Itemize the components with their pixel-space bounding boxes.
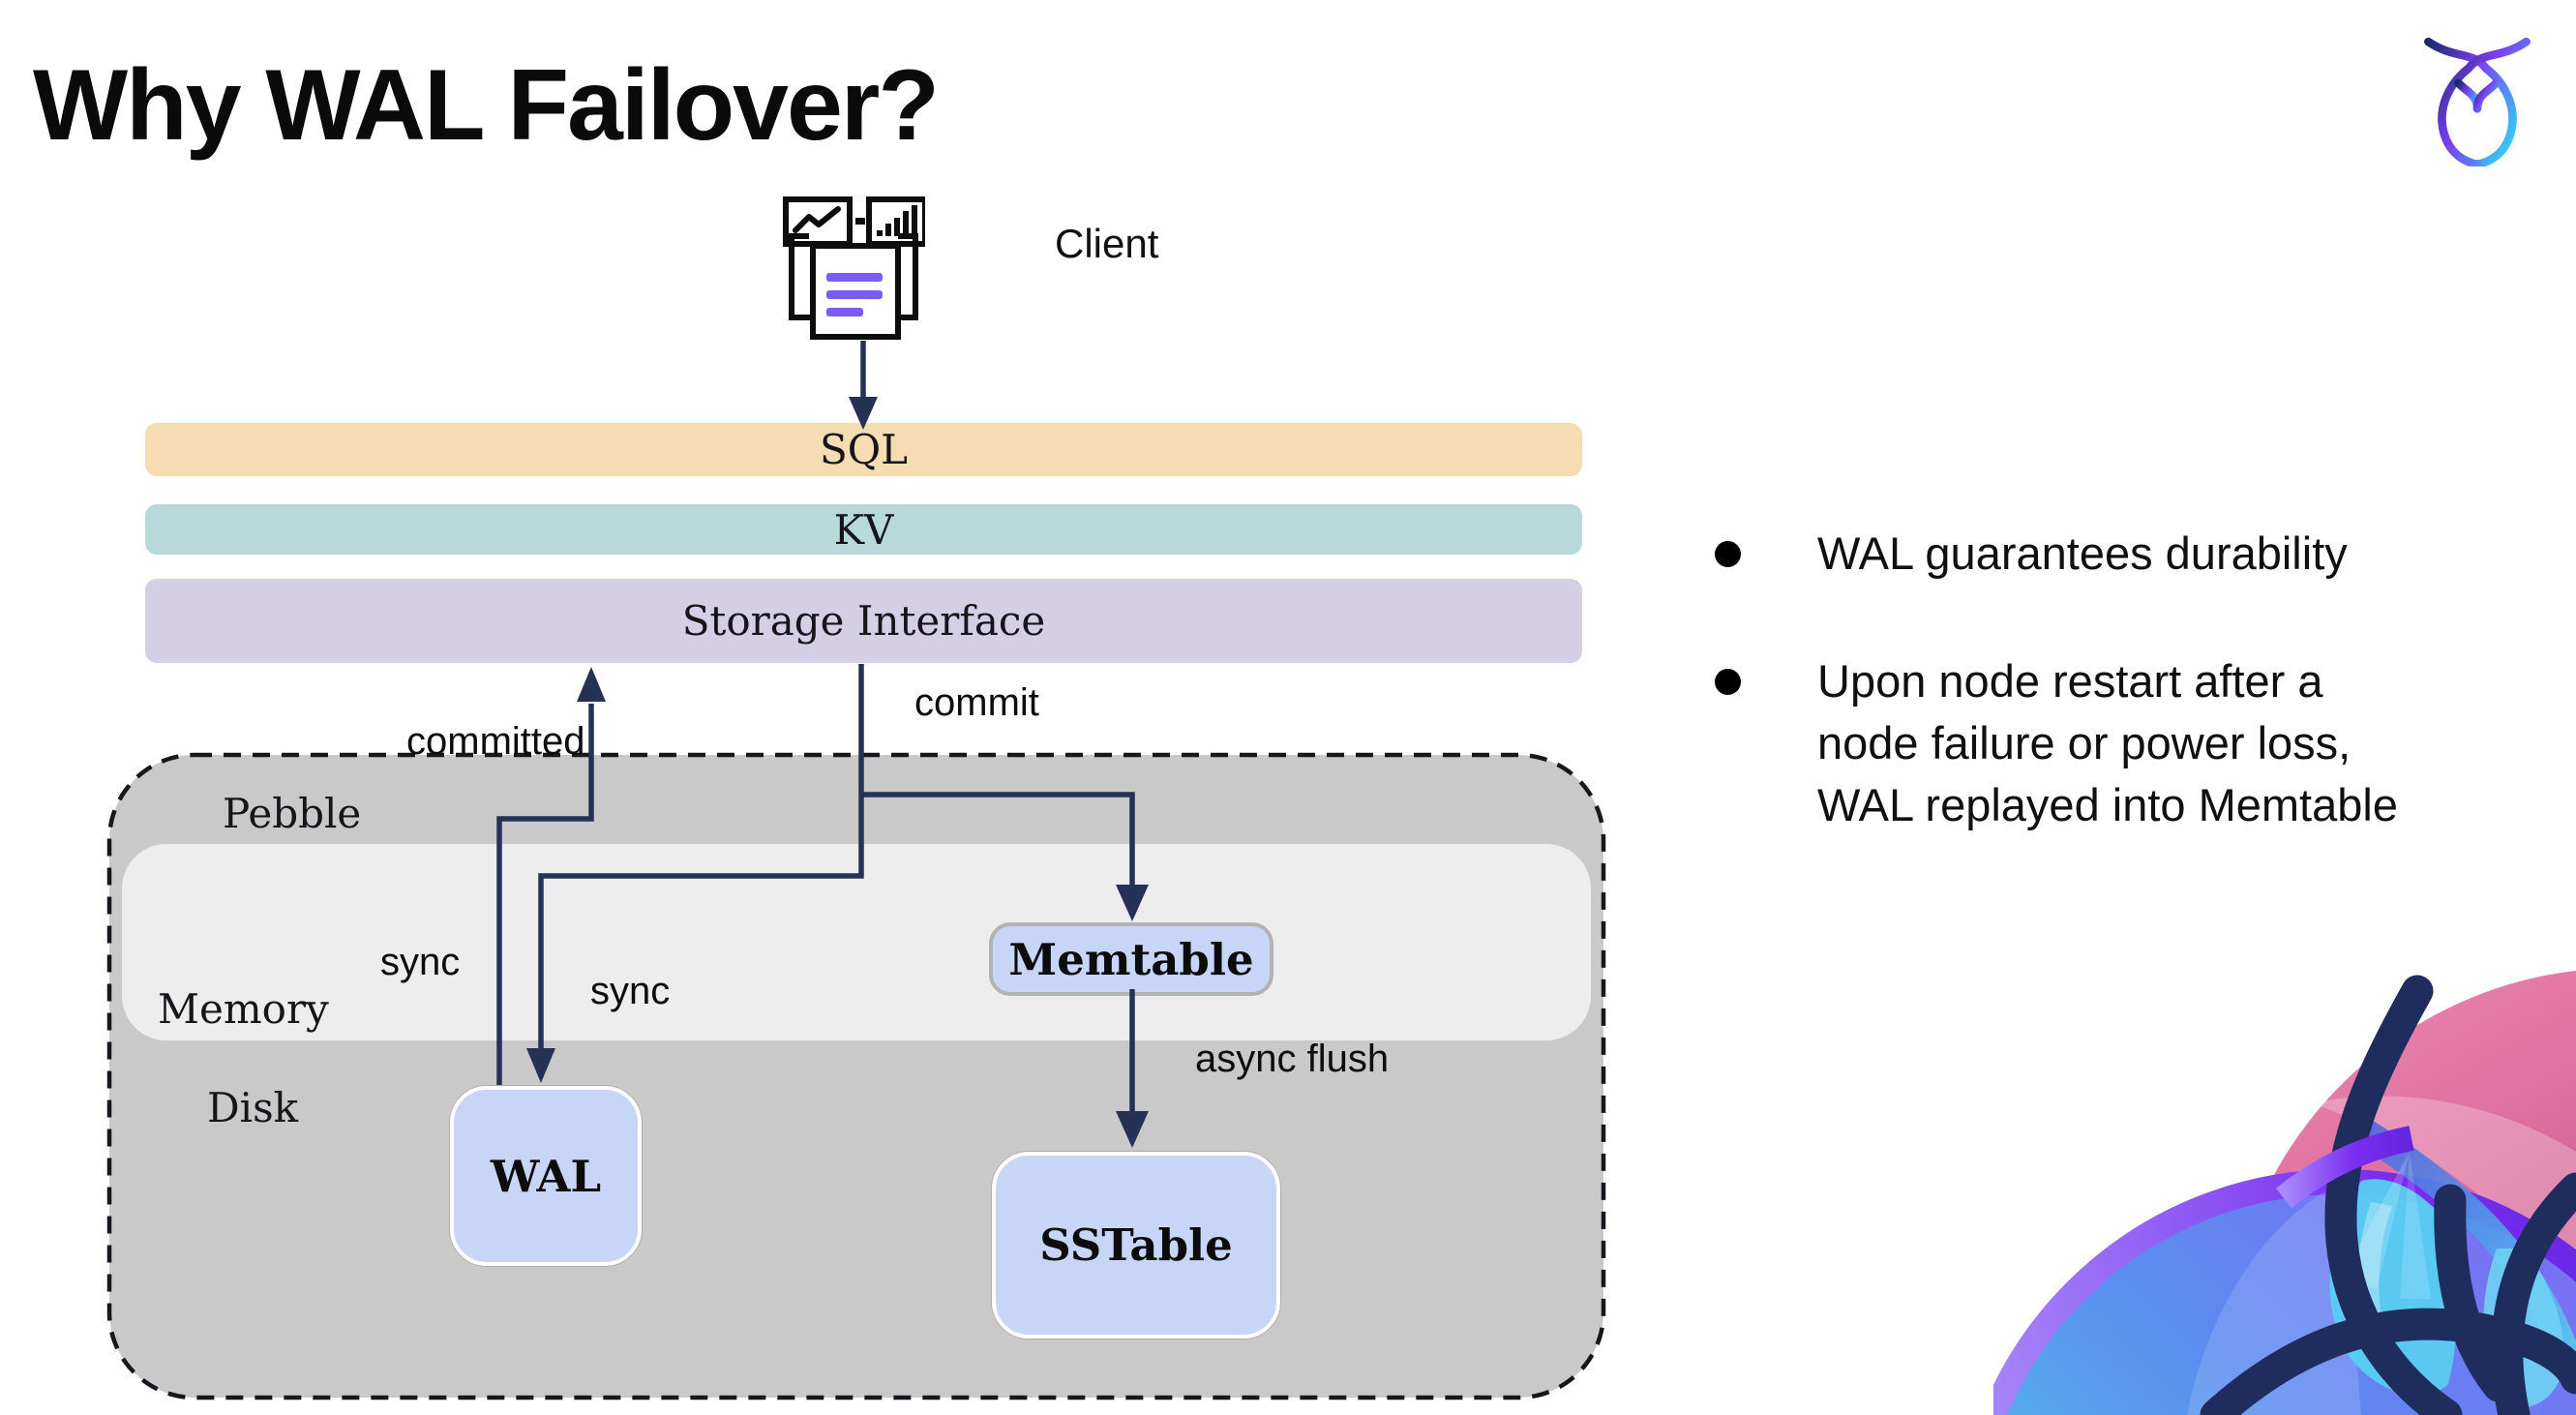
pebble-label: Pebble bbox=[223, 790, 362, 837]
layer-kv-label: KV bbox=[833, 505, 894, 554]
bullet-2-line: WAL replayed into Memtable bbox=[1817, 779, 2398, 830]
bullet-2-line: node failure or power loss, bbox=[1817, 717, 2351, 768]
layer-sql-label: SQL bbox=[819, 426, 909, 473]
sstable-label: SSTable bbox=[1039, 1219, 1233, 1271]
sstable-node: SSTable bbox=[992, 1152, 1280, 1339]
wal-label: WAL bbox=[490, 1150, 602, 1202]
brand-decoration-graphic bbox=[1993, 970, 2576, 1415]
edge-label-async-flush: async flush bbox=[1195, 1038, 1390, 1080]
bullet-dot-1 bbox=[1715, 541, 1741, 567]
layer-storage-interface: Storage Interface bbox=[145, 579, 1582, 663]
memtable-label: Memtable bbox=[1008, 933, 1254, 985]
layer-kv: KV bbox=[145, 504, 1582, 555]
memtable-node: Memtable bbox=[989, 922, 1273, 996]
page-title: Why WAL Failover? bbox=[33, 49, 940, 162]
bar-chart-icon bbox=[855, 205, 917, 236]
bullet-1-line: WAL guarantees durability bbox=[1817, 527, 2348, 579]
edge-label-sync-b: sync bbox=[590, 970, 671, 1012]
edge-label-commit: commit bbox=[914, 681, 1039, 724]
client-icon bbox=[783, 196, 925, 340]
bracket-icons bbox=[789, 233, 918, 320]
disk-label: Disk bbox=[207, 1084, 299, 1131]
bullet-dot-2 bbox=[1715, 669, 1741, 695]
bullet-2: Upon node restart after a node failure o… bbox=[1817, 650, 2398, 836]
arrowhead-into-storage bbox=[577, 667, 606, 702]
client-label: Client bbox=[1055, 221, 1159, 266]
edge-label-sync-a: sync bbox=[380, 941, 461, 983]
bullet-1: WAL guarantees durability bbox=[1817, 523, 2348, 585]
edge-label-committed: committed bbox=[406, 720, 585, 763]
layer-storage-label: Storage Interface bbox=[681, 597, 1046, 645]
bullet-2-line: Upon node restart after a bbox=[1817, 655, 2323, 707]
line-chart-icon bbox=[793, 206, 841, 233]
memory-label: Memory bbox=[158, 985, 329, 1033]
cockroachdb-logo-icon bbox=[2424, 37, 2531, 166]
wal-node: WAL bbox=[450, 1086, 642, 1266]
memory-band bbox=[122, 844, 1591, 1040]
layer-sql: SQL bbox=[145, 423, 1582, 476]
